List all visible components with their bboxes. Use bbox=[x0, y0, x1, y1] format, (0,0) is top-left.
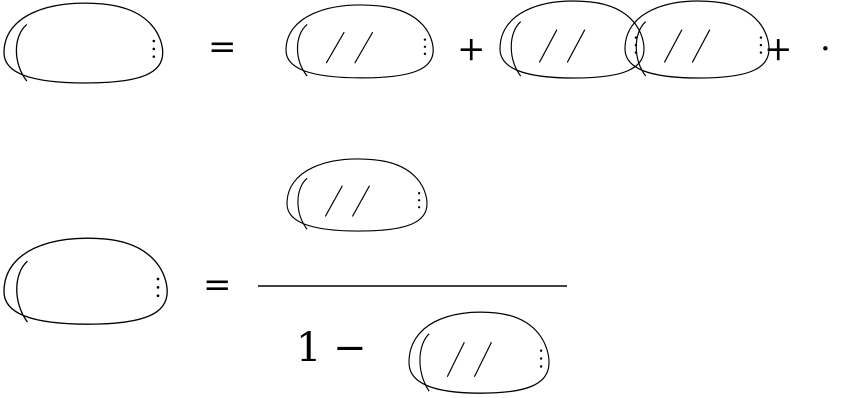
plus-sign-1: + bbox=[457, 29, 486, 69]
plus-sign-2: + bbox=[764, 29, 793, 69]
kernel-blob-icon-3 bbox=[624, 0, 770, 79]
equals-sign-1: = bbox=[208, 27, 237, 67]
equation-2: = 1 − bbox=[3, 158, 567, 394]
full-propagator-blob-icon-2 bbox=[3, 237, 168, 325]
kernel-blob-icon-2 bbox=[499, 0, 645, 79]
numerator-kernel-blob-icon bbox=[286, 158, 428, 232]
denominator-minus-sign: − bbox=[333, 325, 367, 371]
equation-1: = + + · bbox=[3, 0, 831, 84]
kernel-blob-icon-1 bbox=[285, 4, 434, 79]
equals-sign-2: = bbox=[203, 265, 232, 305]
denominator-one: 1 bbox=[296, 325, 321, 371]
denominator-kernel-blob-icon bbox=[408, 311, 550, 394]
full-propagator-blob-icon bbox=[3, 2, 164, 84]
continuation-dot: · bbox=[820, 29, 831, 69]
